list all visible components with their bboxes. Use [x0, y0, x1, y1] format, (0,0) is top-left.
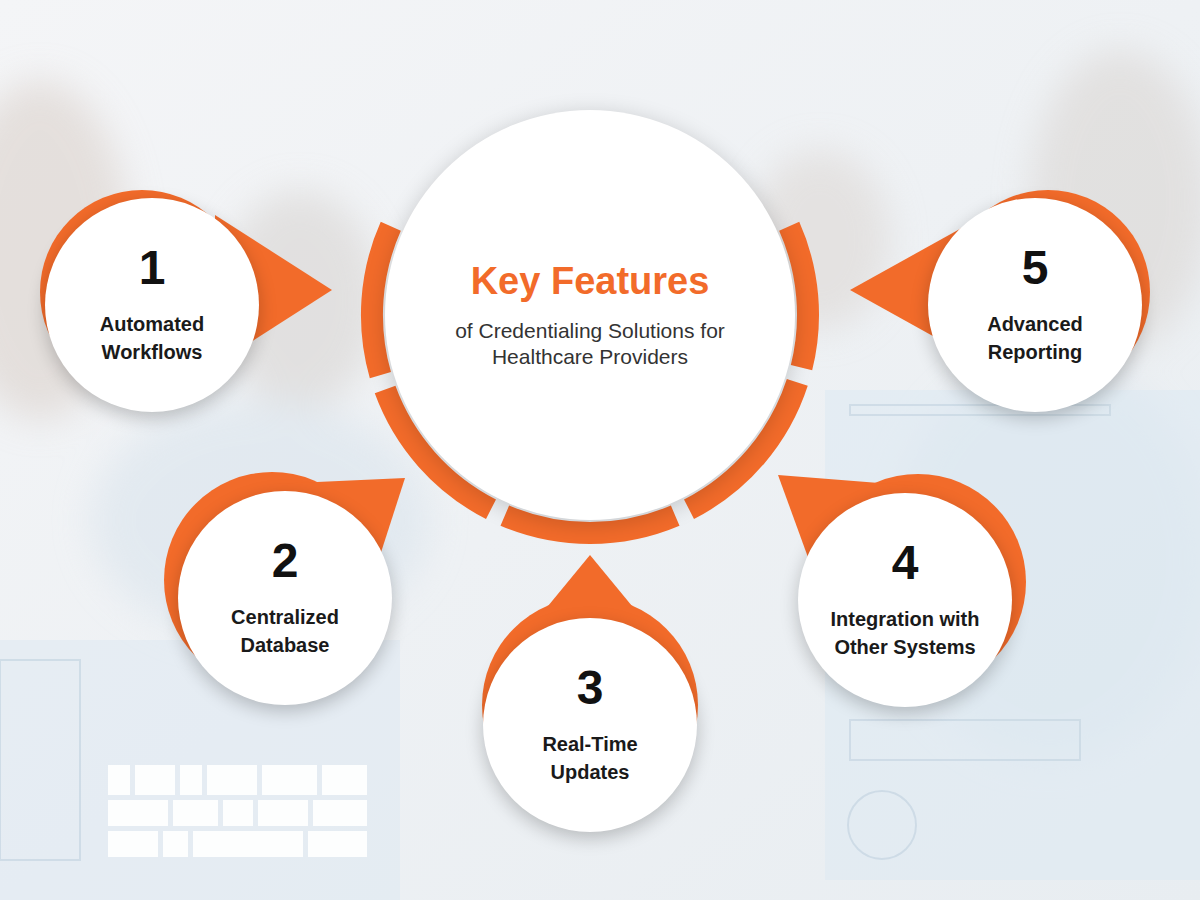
- callout-number: 1: [139, 244, 166, 292]
- feature-label: Automated Workflows: [75, 310, 230, 366]
- feature-label: Advanced Reporting: [958, 310, 1113, 366]
- center-circle: Key Features of Credentialing Solutions f…: [385, 110, 795, 520]
- feature-label: Integration with Other Systems: [828, 605, 983, 661]
- callout-number: 3: [577, 664, 604, 712]
- callout-number: 2: [272, 537, 299, 585]
- callout-number: 4: [892, 539, 919, 587]
- callout-number: 5: [1022, 244, 1049, 292]
- feature-circle: 5Advanced Reporting: [928, 198, 1142, 412]
- center-subtitle: of Credentialing Solutions for Healthcar…: [440, 318, 740, 371]
- center-title: Key Features: [471, 260, 710, 304]
- feature-label: Centralized Database: [208, 603, 363, 659]
- feature-label: Real-Time Updates: [513, 730, 668, 786]
- feature-circle: 3Real-Time Updates: [483, 618, 697, 832]
- feature-circle: 2Centralized Database: [178, 491, 392, 705]
- feature-circle: 4Integration with Other Systems: [798, 493, 1012, 707]
- feature-circle: 1Automated Workflows: [45, 198, 259, 412]
